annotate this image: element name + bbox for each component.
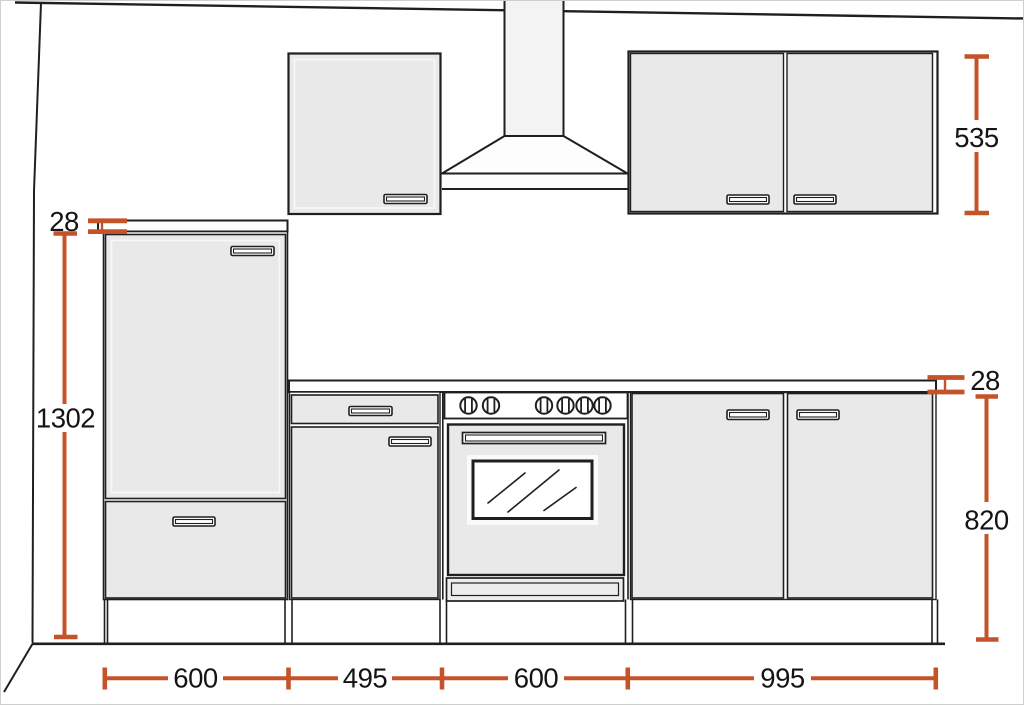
base-cabinet-495 [288,391,441,601]
tall-cabinet [97,219,289,601]
drawer-handle [348,405,393,417]
base-cabinet-495-door [290,426,439,599]
hob-knobs [459,396,612,415]
floor-corner-line [3,642,34,693]
wall-cabinet-right-door-2 [786,52,934,213]
dim-label-28-right: 28 [970,365,1000,396]
dim-label-535: 535 [954,122,999,153]
door-bevel [110,239,281,494]
tall-cabinet-upper-door [104,233,287,500]
oven-vent-inner [464,434,604,442]
hood-canopy [441,135,629,175]
dim-ticks [102,667,939,690]
oven-bottom-drawer [445,577,625,602]
dim-label-995: 995 [760,663,805,694]
dim-wall-unit-height: 535 [954,54,999,216]
door-handle [726,409,770,421]
hob-knob-icon [534,396,554,415]
oven-unit [441,391,629,602]
hob-knob-icon [575,396,594,415]
worktop [288,379,937,393]
door-handle [230,245,275,257]
hood-rim-fill [442,174,628,189]
hob-knob-icon [459,396,478,415]
wall-cabinet-right [627,50,939,215]
tall-cabinet-lower-front [104,500,287,599]
dim-label-495: 495 [343,663,388,694]
wall-cabinet-left [287,52,442,216]
base-cabinet-right [629,391,937,601]
hob-knob-icon [556,396,575,415]
hob-knob-icon [481,396,501,415]
cooker-hood [441,1,629,190]
wall-cabinet-right-door-1 [629,52,785,213]
dim-base-unit-height: 820 [964,394,1009,642]
door-handle [796,409,840,421]
dim-width-chain: 600 495 600 995 [102,663,939,694]
oven-window-glass-reflections [487,469,577,513]
door-handle [383,193,428,205]
door-handle [388,436,432,447]
plinth-legs [103,599,939,643]
door-handle [793,194,837,205]
door-handle [726,194,770,205]
oven-bottom-drawer-inner [450,582,620,597]
oven-vent-strip [461,431,607,445]
door-bevel [293,58,436,209]
left-wall-corner-line [31,2,42,643]
dim-tall-unit-height: 1302 [36,231,96,640]
dim-label-600-tall: 600 [173,663,218,694]
base-cabinet-right-door-2 [786,392,934,599]
dim-label-820: 820 [964,505,1009,536]
door-handle [172,516,216,527]
hob-knob-icon [593,396,612,415]
base-cabinet-right-door-1 [631,392,785,599]
dim-label-1302: 1302 [36,403,95,434]
hood-chimney [503,1,565,137]
dim-worktop-thickness: 28 [927,365,1000,396]
dim-label-600-oven: 600 [514,663,559,694]
wall-cabinet-left-door [287,52,442,216]
